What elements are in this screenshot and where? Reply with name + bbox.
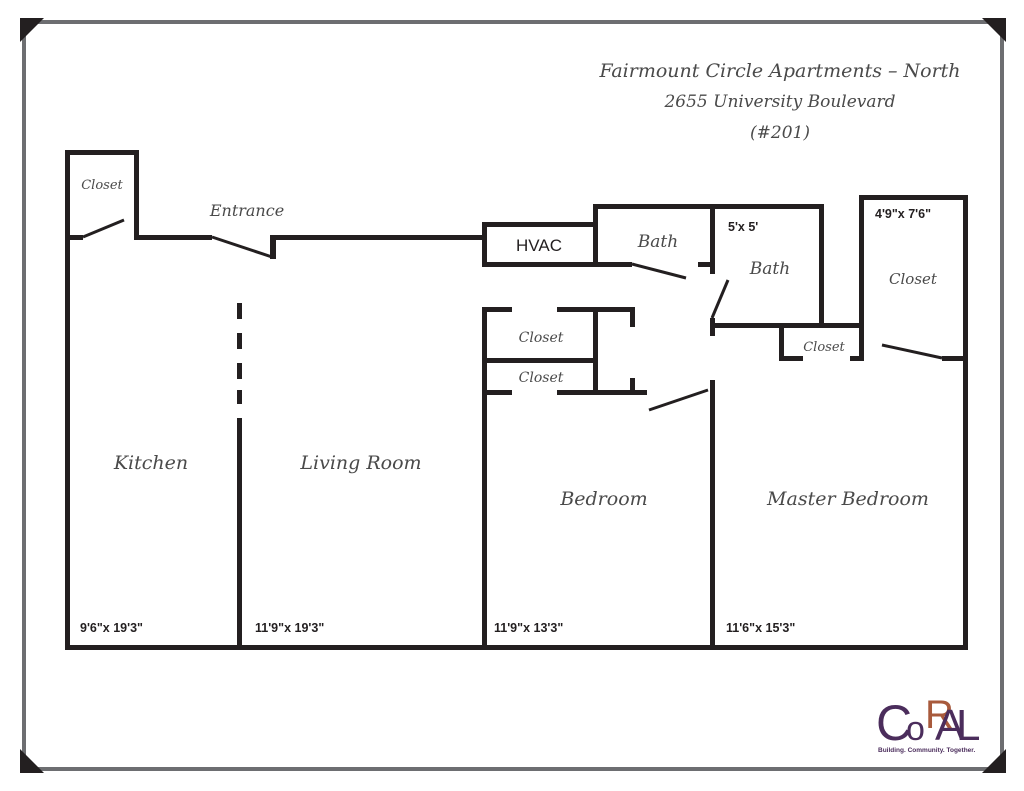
main-bath-label: Bath bbox=[749, 259, 790, 279]
building-address: 2655 University Boulevard bbox=[663, 92, 895, 112]
master-closet-label: Closet bbox=[889, 270, 938, 288]
plan-header: Fairmount Circle Apartments – North 2655… bbox=[598, 60, 960, 143]
bedroom-dimensions: 11'9"x 13'3" bbox=[494, 621, 563, 635]
living-room-dimensions: 11'9"x 19'3" bbox=[255, 621, 324, 635]
hall-closet-label-lower: Closet bbox=[519, 370, 564, 386]
main-bath-dimensions: 5'x 5' bbox=[728, 220, 758, 234]
unit-number: (#201) bbox=[750, 123, 810, 143]
room-labels: Closet Entrance HVAC Bath 5'x 5' Bath 4'… bbox=[80, 178, 938, 635]
master-bedroom-label: Master Bedroom bbox=[766, 488, 929, 510]
living-room-label: Living Room bbox=[299, 452, 421, 474]
logo-letter-o: o bbox=[906, 710, 925, 748]
kitchen-label: Kitchen bbox=[113, 452, 188, 474]
kitchen-dimensions: 9'6"x 19'3" bbox=[80, 621, 143, 635]
building-title: Fairmount Circle Apartments – North bbox=[598, 60, 960, 82]
hvac-label: HVAC bbox=[516, 236, 562, 255]
walls bbox=[65, 150, 968, 650]
small-bath-label: Bath bbox=[637, 232, 678, 252]
logo-letter-a: A bbox=[935, 701, 965, 750]
bedroom-label: Bedroom bbox=[559, 488, 647, 510]
logo-letter-l: L bbox=[956, 701, 980, 750]
coral-logo: C o R A L Building. Community. Together. bbox=[876, 693, 980, 754]
logo-letter-c: C bbox=[876, 695, 912, 751]
logo-letter-r: R bbox=[925, 693, 954, 737]
entry-closet-label: Closet bbox=[81, 178, 123, 193]
hall-closet-label-upper: Closet bbox=[519, 330, 564, 346]
logo-tagline: Building. Community. Together. bbox=[878, 747, 975, 754]
master-closet-dimensions: 4'9"x 7'6" bbox=[875, 207, 931, 221]
entrance-label: Entrance bbox=[209, 201, 284, 220]
master-bedroom-dimensions: 11'6"x 15'3" bbox=[726, 621, 795, 635]
doors bbox=[82, 218, 943, 412]
hall-closet-label-right: Closet bbox=[803, 340, 845, 355]
page-border bbox=[20, 18, 1006, 773]
